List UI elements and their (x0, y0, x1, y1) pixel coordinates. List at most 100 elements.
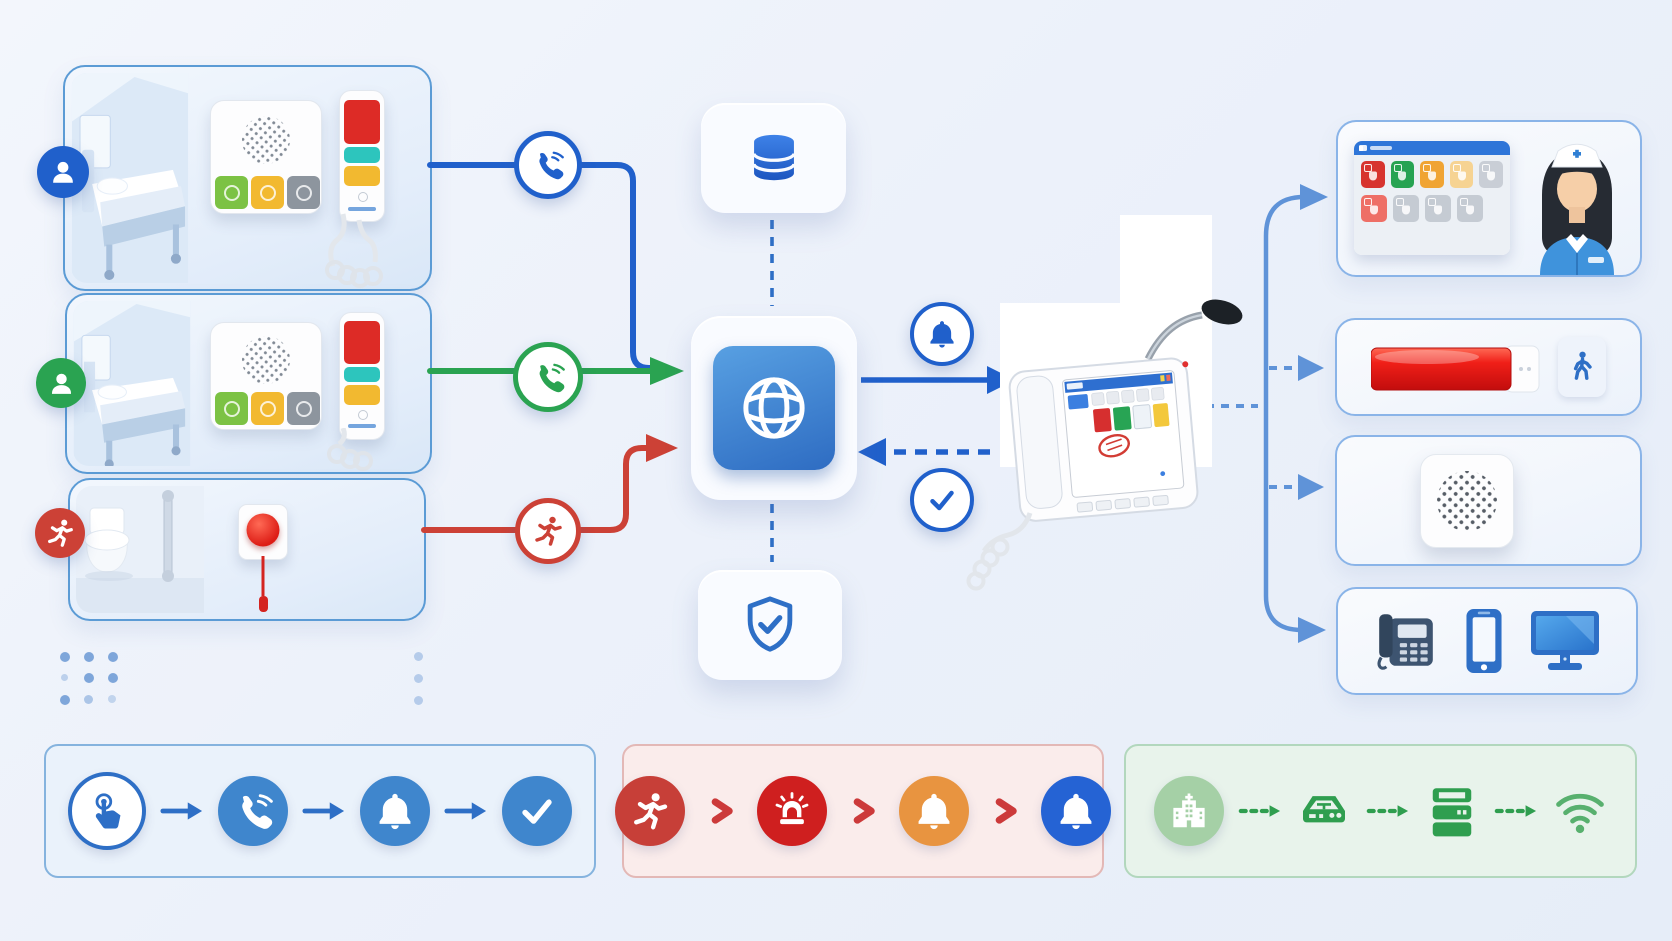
flow-step-runner-icon (615, 776, 685, 846)
flow-connector-chevron (983, 797, 1027, 825)
pendant-yellow-button (344, 166, 380, 186)
smartphone-icon (1466, 609, 1502, 673)
runner-icon-badge-red (515, 498, 581, 564)
emergency-pull-button (238, 504, 288, 560)
corridor-alarm-lamp (1371, 345, 1540, 393)
flow-connector-dashes (1494, 797, 1538, 825)
call-button-yellow (251, 392, 284, 425)
dashboard-tile (1361, 161, 1385, 188)
flow-connector-dashes (1238, 797, 1282, 825)
flow-step-server-icon (1424, 783, 1480, 839)
emergency-badge-bathroom (35, 508, 85, 558)
flow-step-hospital-icon (1153, 776, 1224, 846)
flow-step-bell-icon (360, 776, 430, 846)
flow-step-gateway-icon (1296, 783, 1352, 839)
globe-icon (743, 377, 805, 439)
shield-check-icon (747, 596, 793, 652)
ward-room-1-panel (63, 65, 432, 291)
phone-call-icon-badge-green (513, 342, 583, 412)
database-card (701, 103, 846, 213)
pendant-teal-button (344, 367, 380, 382)
dashboard-tile (1420, 161, 1444, 188)
call-button-green (215, 392, 248, 425)
wall-speaker-box (1335, 435, 1642, 566)
intercom-speaker-grille (242, 116, 290, 164)
dashboard-tile (1393, 195, 1419, 222)
dashboard-logo (1359, 145, 1367, 151)
dashboard-tile (1479, 161, 1503, 188)
pc-monitor-icon (1531, 611, 1600, 670)
dashboard-tile (1390, 161, 1415, 188)
flow-step-bell-icon (899, 776, 969, 846)
corridor-lamp-box (1335, 318, 1642, 416)
call-button-gray (287, 176, 320, 209)
wall-speaker (1420, 454, 1514, 548)
patient-badge-room1 (37, 146, 89, 198)
database-icon (751, 134, 796, 181)
dashboard-tile (1361, 195, 1387, 222)
network-hub-square (713, 346, 835, 470)
walking-person-tile (1558, 337, 1606, 397)
pendant-yellow-button (344, 385, 380, 405)
duty-monitor-box (1336, 120, 1642, 277)
desk-phone-icon (1377, 614, 1433, 670)
flow-connector-arrow (444, 797, 488, 825)
flow-step-check-icon (502, 776, 572, 846)
nurse-console (966, 215, 1243, 591)
coiled-cord (327, 428, 373, 471)
bedside-intercom (210, 322, 322, 430)
emergency-pull-cord (259, 556, 268, 612)
patient-badge-room2 (36, 358, 86, 408)
call-button-gray (287, 392, 320, 425)
dashboard-titlebar (1354, 141, 1510, 155)
flow-step-wifi-icon (1552, 783, 1608, 839)
dashboard-tile (1449, 161, 1474, 188)
coiled-cord (325, 213, 383, 288)
wire-bathroom-to-hub (421, 445, 649, 533)
flow-connector-dashes (1366, 797, 1410, 825)
bathroom-panel (68, 478, 426, 621)
flow-connector-chevron (699, 797, 743, 825)
flow-step-phone-icon (218, 776, 288, 846)
ward-room-2-panel (65, 293, 432, 474)
call-button-green (215, 176, 248, 209)
dashboard-tile (1457, 195, 1483, 222)
intercom-speaker-grille (242, 336, 290, 384)
speaker-grille (1437, 471, 1497, 531)
infrastructure-flow-strip (1124, 744, 1637, 878)
call-flow-strip (44, 744, 596, 878)
wire-room1-to-hub (427, 162, 661, 371)
check-icon-badge (910, 468, 974, 532)
pendant-handset (339, 90, 385, 222)
pendant-handset (339, 312, 385, 440)
flow-step-touch-icon (68, 772, 146, 850)
security-shield-card (698, 570, 842, 680)
bedside-intercom (210, 100, 322, 214)
monitor-tile-grid (1361, 161, 1503, 222)
dashboard-tile (1425, 195, 1451, 222)
flow-connector-chevron (841, 797, 885, 825)
network-hub-card (691, 316, 857, 500)
flow-step-bell-icon (1041, 776, 1111, 846)
phones-box (1336, 587, 1638, 695)
nurse-illustration (1540, 143, 1614, 275)
wire-output-trunk (1263, 194, 1305, 633)
flow-connector-arrow (160, 797, 204, 825)
pendant-red-button (344, 321, 380, 364)
toilet-photo (76, 486, 204, 613)
flow-connector-arrow (302, 797, 346, 825)
pendant-red-button (344, 100, 380, 144)
bed-photo (71, 73, 189, 283)
walking-person-icon (1565, 350, 1599, 384)
bell-icon-badge (910, 302, 974, 366)
gooseneck-mic-head (1201, 299, 1243, 325)
call-button-yellow (251, 176, 284, 209)
emergency-flow-strip (615, 744, 1111, 878)
phone-call-icon-badge-blue (514, 131, 582, 199)
console-handset (1016, 375, 1063, 509)
pendant-teal-button (344, 147, 380, 163)
bed-photo (73, 301, 191, 466)
dashboard-screen (1354, 141, 1510, 255)
